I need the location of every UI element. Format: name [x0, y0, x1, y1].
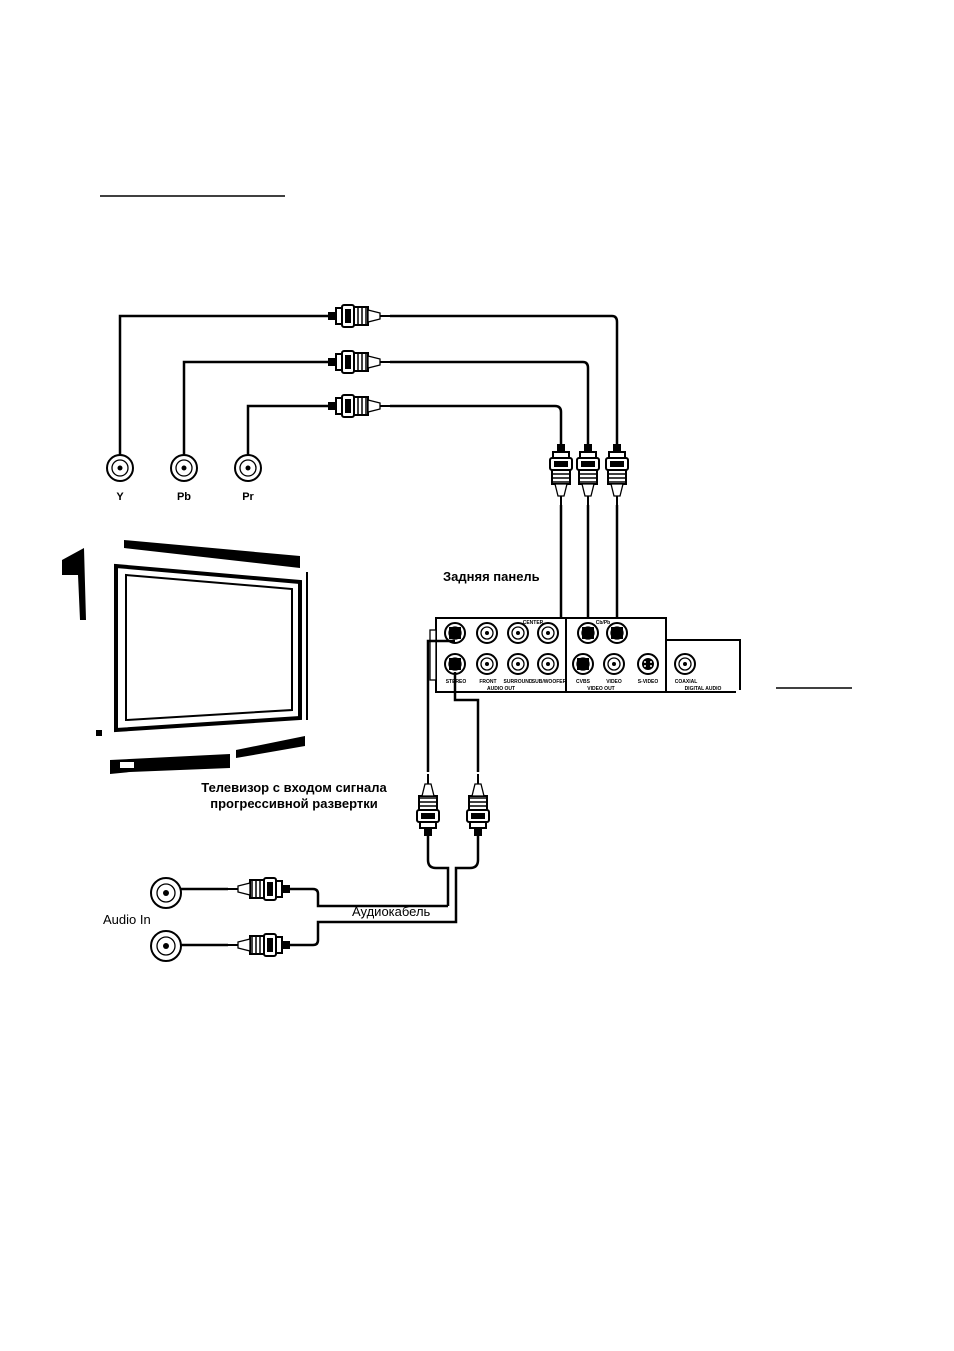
audio-jack-center-l	[508, 623, 528, 643]
panel-video-out-label: VIDEO OUT	[587, 686, 615, 692]
tv-input-pr-jack	[235, 455, 261, 481]
tv-label-line2: прогрессивной развертки	[210, 796, 377, 811]
tv-input-y-jack	[107, 455, 133, 481]
tv-set-icon	[62, 540, 307, 774]
panel-audio-out-label: AUDIO OUT	[487, 686, 515, 692]
audio-in-jack-right	[151, 931, 181, 961]
coaxial-jack	[675, 654, 695, 674]
tv-input-pb-jack	[171, 455, 197, 481]
audio-jack-subwoofer	[538, 654, 558, 674]
panel-subwoofer-label: SUB/WOOFER	[532, 679, 567, 685]
panel-digital-audio-label: DIGITAL AUDIO	[685, 686, 722, 692]
panel-center-label: CENTER	[523, 620, 544, 626]
audio-jack-front	[477, 623, 497, 643]
audio-jack-center-r	[538, 623, 558, 643]
audio-in-label: Audio In	[103, 912, 151, 927]
audio-jack-front-r	[477, 654, 497, 674]
svideo-jack	[638, 654, 658, 674]
rear-panel: AUDIO OUT VIDEO OUT DIGITAL AUDIO STEREO…	[430, 618, 740, 692]
tv-input-pr-label: Pr	[242, 491, 254, 503]
tv-input-y-label: Y	[116, 491, 124, 503]
panel-ypbpr-label: Cb/Pb	[596, 620, 610, 626]
panel-video-label: VIDEO	[606, 679, 622, 685]
tv-input-pb-label: Pb	[177, 491, 191, 503]
tv-label-line1: Телевизор с входом сигнала	[201, 780, 387, 795]
audio-jack-surround	[508, 654, 528, 674]
panel-surround-label: SURROUND	[504, 679, 533, 685]
panel-coaxial-label: COAXIAL	[675, 679, 698, 685]
video-jack-composite	[604, 654, 624, 674]
audio-in-jack-left	[151, 878, 181, 908]
audio-cable-label: Аудиокабель	[352, 904, 431, 919]
panel-cvbs-label: CVBS	[576, 679, 591, 685]
rear-panel-label: Задняя панель	[443, 569, 540, 584]
panel-front-label: FRONT	[479, 679, 496, 685]
panel-svideo-label: S-VIDEO	[638, 679, 659, 685]
